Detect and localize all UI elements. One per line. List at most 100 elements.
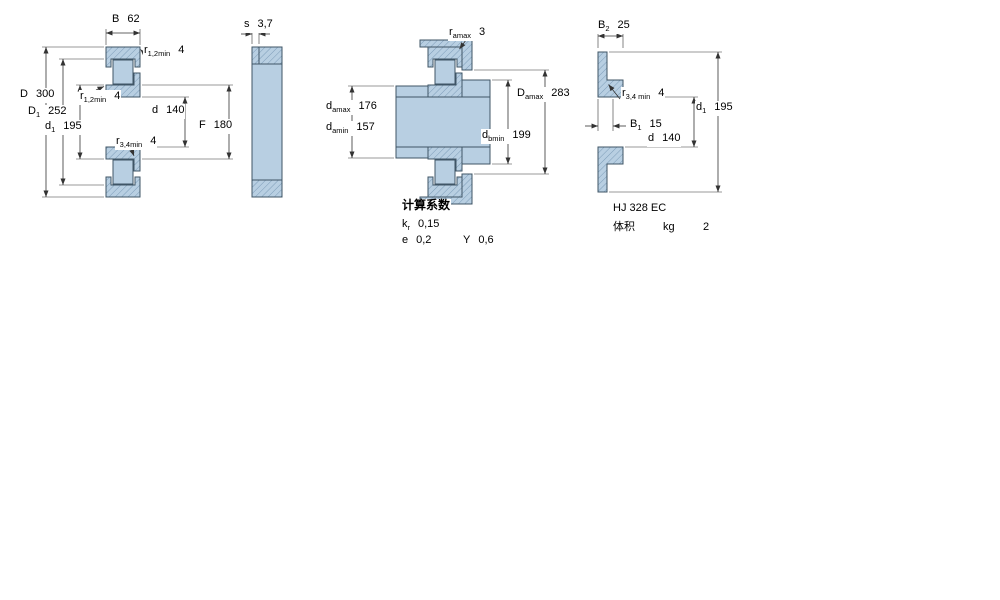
dim-symbol: F xyxy=(199,119,206,131)
hj-designation: HJ 328 EC xyxy=(612,202,668,215)
dim-symbol: r xyxy=(622,87,626,99)
dim-value: 140 xyxy=(166,104,185,116)
dim-symbol: r xyxy=(144,44,148,56)
dim-value: 195 xyxy=(714,101,733,113)
outer-ring-upper xyxy=(105,46,141,68)
dim-value: 15 xyxy=(649,118,662,130)
dim-value: 157 xyxy=(356,121,375,133)
shaft-shoulder-upper-right xyxy=(461,79,491,98)
dim-symbol: D xyxy=(517,87,525,99)
dim-label-B2: B2 25 xyxy=(597,19,631,34)
dim-subscript: 1 xyxy=(51,125,56,135)
factor-symbol: e xyxy=(402,234,409,246)
dim-label-D: D 300 xyxy=(19,88,56,103)
inner-ring-lower xyxy=(427,146,463,172)
dim-subscript: 3,4 min xyxy=(625,92,651,102)
dim-symbol: B xyxy=(598,19,606,31)
dim-value: 4 xyxy=(150,135,157,147)
hj-mass-unit: kg xyxy=(662,221,676,234)
calc-factors-heading: 计算系数 xyxy=(401,198,452,213)
dim-value: 4 xyxy=(178,44,185,56)
side-view-bottom-band xyxy=(251,179,283,198)
shaft xyxy=(395,96,491,148)
dim-value: 195 xyxy=(63,120,82,132)
dim-subscript: bmin xyxy=(488,134,505,144)
outer-ring-upper xyxy=(427,46,463,68)
dim-value: 176 xyxy=(358,100,377,112)
bearing-side-view xyxy=(241,30,283,198)
dimension-lines xyxy=(585,32,722,193)
dim-symbol: r xyxy=(80,90,84,102)
dim-value: 199 xyxy=(512,129,531,141)
outer-ring-lower xyxy=(427,176,463,198)
leader-line-r34 xyxy=(608,84,621,100)
dim-label-B: B 62 xyxy=(111,13,141,28)
dim-label-hj-d1: d1 195 xyxy=(695,101,734,116)
hj-mass-value: 2 xyxy=(702,221,711,234)
dim-symbol: D xyxy=(20,88,28,100)
hj-angle-ring-view xyxy=(585,32,722,193)
dim-label-d: d 140 xyxy=(151,104,186,119)
shaft-shoulder-lower-right xyxy=(461,146,491,165)
dim-label-B1: B1 15 xyxy=(629,118,663,133)
leader-line-r12-bore xyxy=(95,86,105,92)
roller-upper xyxy=(434,59,456,85)
hj-ring-upper xyxy=(597,51,624,98)
hj-ring-lower xyxy=(597,146,624,193)
dim-subscript: 3,4min xyxy=(119,140,143,150)
dim-subscript: 1 xyxy=(702,106,707,116)
side-view-top-band xyxy=(251,46,283,65)
dim-symbol: d xyxy=(326,100,333,112)
dim-symbol: s xyxy=(244,18,250,30)
mounting-dimensions-view xyxy=(348,39,549,205)
dim-label-Damax: Damax 283 xyxy=(516,87,571,102)
calc-factor-e: e 0,2 xyxy=(401,234,433,249)
factor-value: 0,2 xyxy=(416,234,432,246)
shaft-shoulder-lower-left xyxy=(395,146,429,159)
dim-subscript: amax xyxy=(452,31,472,41)
roller-upper xyxy=(112,59,134,85)
dim-value: 62 xyxy=(127,13,140,25)
dim-value: 140 xyxy=(662,132,681,144)
leader-line-ra xyxy=(459,39,467,50)
factor-subscript: r xyxy=(407,223,411,233)
dim-label-damax: damax 176 xyxy=(325,100,378,115)
dim-subscript: 2 xyxy=(605,24,610,34)
dim-subscript: 1,2min xyxy=(83,95,107,105)
factor-symbol: Y xyxy=(463,234,471,246)
dim-symbol: B xyxy=(112,13,120,25)
roller-lower xyxy=(434,159,456,185)
dim-subscript: amax xyxy=(332,105,351,115)
dim-symbol: D xyxy=(28,105,36,117)
dim-value: 25 xyxy=(617,19,630,31)
factor-value: 0,6 xyxy=(478,234,494,246)
dim-value: 4 xyxy=(658,87,665,99)
dim-subscript: 1 xyxy=(637,123,642,133)
hj-mass-label: 体积 xyxy=(612,221,636,234)
calc-factor-Y: Y 0,6 xyxy=(462,234,495,249)
dim-symbol: d xyxy=(152,104,159,116)
dim-subscript: amax xyxy=(524,92,544,102)
dim-label-dbmin: dbmin 199 xyxy=(481,129,532,144)
dim-symbol: d xyxy=(482,129,489,141)
dim-symbol: d xyxy=(648,132,655,144)
dim-value: 300 xyxy=(35,88,55,100)
dim-value: 283 xyxy=(551,87,570,99)
dim-label-d1: d1 195 xyxy=(44,120,83,135)
dim-symbol: d xyxy=(45,120,52,132)
dim-symbol: d xyxy=(696,101,703,113)
outer-ring-lower xyxy=(105,176,141,198)
dim-label-hj-d: d 140 xyxy=(647,132,682,147)
dim-symbol: B xyxy=(630,118,638,130)
dim-symbol: r xyxy=(449,26,453,38)
dimension-lines xyxy=(348,39,549,175)
roller-lower xyxy=(112,159,134,185)
